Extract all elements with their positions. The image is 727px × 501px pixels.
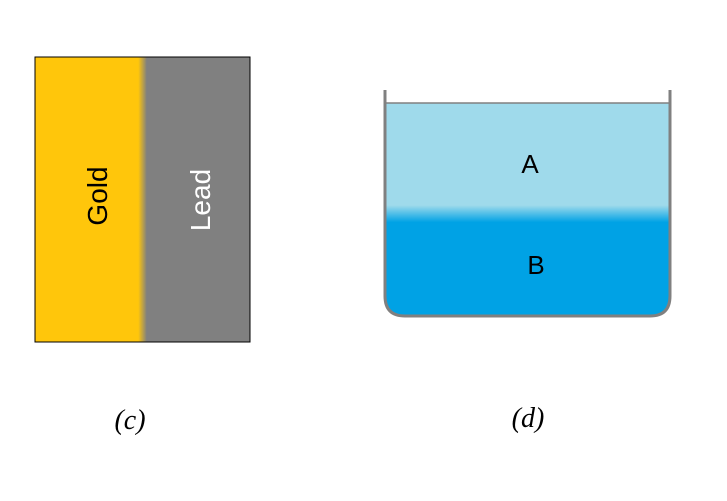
- metal-block: [34, 56, 251, 343]
- container: [383, 90, 672, 318]
- caption-c: (c): [114, 405, 145, 436]
- liquid-b-label: B: [527, 250, 544, 280]
- liquid-a-label: A: [521, 149, 539, 179]
- caption-d: (d): [512, 403, 545, 434]
- panel-d: A B (d): [383, 90, 672, 434]
- lead-label: Lead: [185, 169, 216, 231]
- liquid-layers: [385, 103, 670, 316]
- gold-label: Gold: [82, 166, 113, 225]
- panel-c: Gold Lead (c): [34, 56, 251, 436]
